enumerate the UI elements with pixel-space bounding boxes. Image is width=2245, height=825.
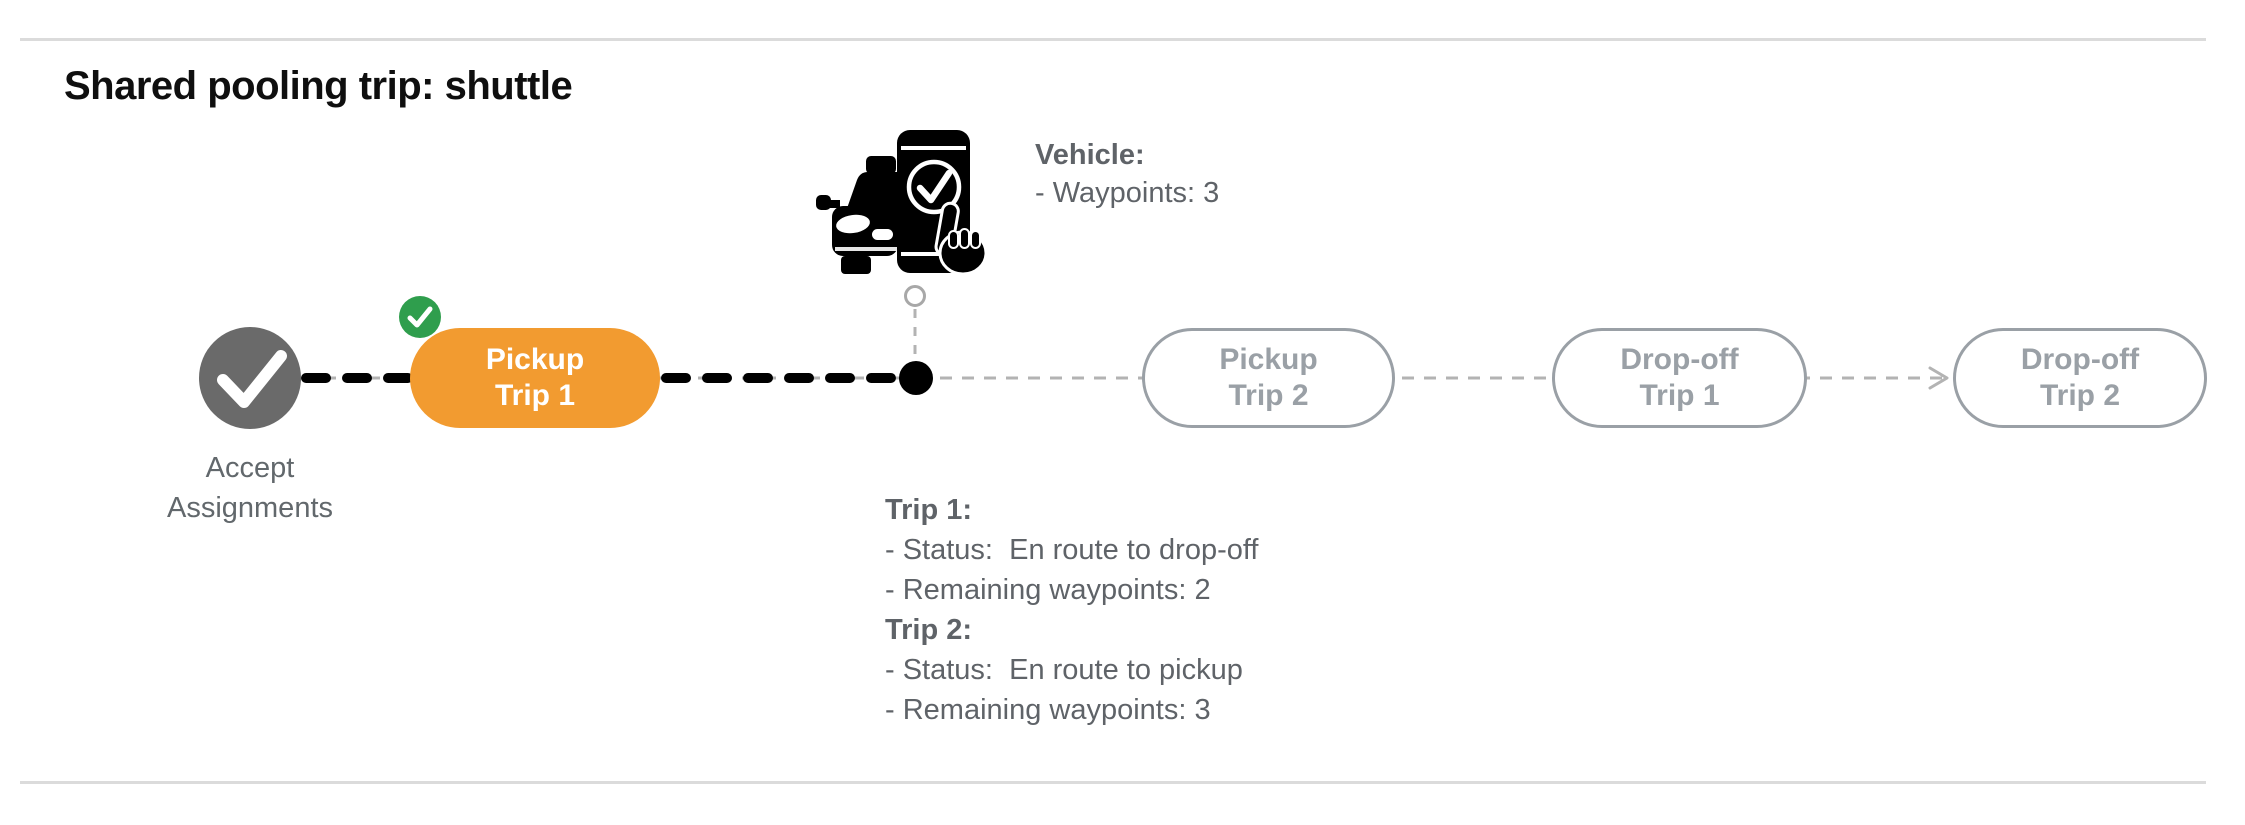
check-badge-icon	[399, 296, 441, 338]
autonomous-car-phone-check-icon	[816, 130, 988, 276]
start-node-label-line1: Accept	[205, 452, 295, 484]
node-dropoff-trip-2-line1: Drop-off	[2020, 343, 2140, 376]
trip2-status: - Status: En route to pickup	[885, 654, 1243, 686]
connector-ring-icon	[904, 285, 926, 307]
start-node-label-line2: Assignments	[166, 492, 333, 524]
start-node-label: Accept Assignments	[100, 448, 400, 528]
route-arrowhead-icon	[1928, 366, 1949, 390]
node-dropoff-trip-1: Drop-off Trip 1	[1552, 328, 1807, 428]
node-pickup-trip-1: Pickup Trip 1	[410, 328, 660, 428]
trip1-status: - Status: En route to drop-off	[885, 534, 1259, 566]
node-pickup-trip-2-line1: Pickup	[1219, 343, 1318, 376]
node-dropoff-trip-1-line2: Trip 1	[1639, 379, 1720, 412]
vehicle-heading: Vehicle:	[1035, 139, 1145, 171]
node-dropoff-trip-2-line2: Trip 2	[2039, 379, 2121, 412]
trip2-heading: Trip 2:	[885, 614, 973, 646]
check-circle-icon	[199, 327, 301, 429]
node-pickup-trip-2: Pickup Trip 2	[1142, 328, 1395, 428]
node-dropoff-trip-2: Drop-off Trip 2	[1953, 328, 2207, 428]
trip2-waypoints: - Remaining waypoints: 3	[885, 694, 1211, 726]
trip-status-panel: Trip 1: - Status: En route to drop-off -…	[885, 490, 1258, 730]
node-dropoff-trip-1-line1: Drop-off	[1620, 343, 1739, 376]
page-title: Shared pooling trip: shuttle	[64, 64, 573, 108]
trip1-heading: Trip 1:	[885, 494, 973, 526]
vehicle-info-panel: Vehicle: - Waypoints: 3	[1035, 136, 1219, 212]
vehicle-waypoints: - Waypoints: 3	[1035, 177, 1220, 209]
node-pickup-trip-2-line2: Trip 2	[1228, 379, 1309, 412]
current-position-dot	[899, 361, 933, 395]
trip1-waypoints: - Remaining waypoints: 2	[885, 574, 1211, 606]
node-pickup-trip-1-line1: Pickup	[485, 343, 585, 376]
top-divider	[20, 38, 2206, 41]
bottom-divider	[20, 781, 2206, 784]
node-pickup-trip-1-line2: Trip 1	[494, 379, 576, 412]
